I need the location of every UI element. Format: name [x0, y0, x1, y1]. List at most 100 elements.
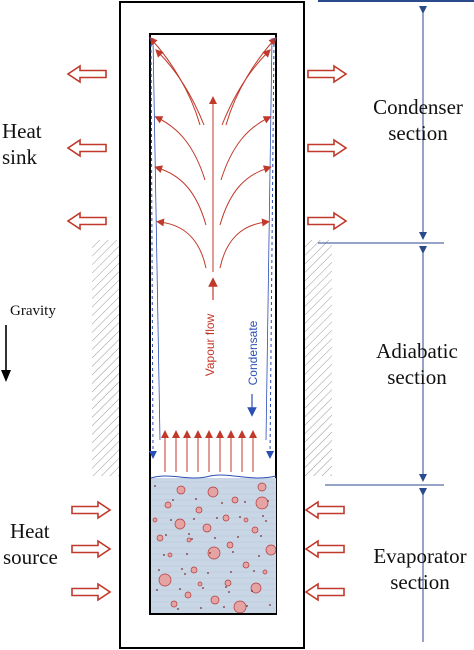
- bubble-dot: [177, 608, 179, 610]
- bubble-dot: [260, 535, 262, 537]
- evaporator-section-label: Evaporator section: [364, 543, 474, 595]
- heat-sink-line2: sink: [2, 145, 38, 169]
- bubble-dot: [195, 498, 197, 500]
- heat-sink-line1: Heat: [2, 119, 42, 143]
- vapour-curve-arrow: [219, 218, 270, 269]
- heat-arrow-icon: [71, 582, 112, 602]
- heat-arrow-icon: [304, 539, 345, 559]
- bubble-dot: [262, 515, 264, 517]
- heat-arrow-icon: [304, 582, 345, 602]
- bubble: [207, 486, 219, 498]
- heat-arrow-icon: [66, 138, 107, 158]
- bubble: [164, 501, 172, 509]
- bubble: [190, 566, 198, 574]
- insulation-right: [304, 240, 332, 476]
- liquid-surface: [150, 474, 277, 479]
- bubble: [156, 534, 164, 542]
- bubble: [186, 537, 192, 543]
- heat-arrow-icon: [66, 64, 107, 84]
- bubble-dot: [163, 554, 165, 556]
- bubble-dot: [225, 586, 227, 588]
- wick-line-left: [152, 37, 161, 441]
- adiabatic-section-label: Adiabatic section: [365, 338, 469, 390]
- bubble: [158, 573, 172, 587]
- bubble-dot: [232, 551, 234, 553]
- bubble-dot: [172, 499, 174, 501]
- adiabatic-line1: Adiabatic: [376, 339, 458, 363]
- vapour-curve-arrow: [225, 37, 277, 126]
- insulation-left: [92, 240, 120, 476]
- bubble-dot: [237, 536, 239, 538]
- evaporator-line2: section: [390, 570, 450, 594]
- bubble-dot: [186, 553, 188, 555]
- bubble-dot: [188, 533, 190, 535]
- bubble-dot: [207, 572, 209, 574]
- condensate-arrow-right: [266, 37, 275, 459]
- heat-source-label: Heat source: [3, 518, 58, 570]
- heat-sink-label: Heat sink: [2, 118, 42, 170]
- condenser-section-label: Condenser section: [362, 94, 474, 146]
- condenser-line2: section: [388, 121, 448, 145]
- bubble: [224, 579, 232, 587]
- bubble: [202, 523, 212, 533]
- pipe-inner-wall: [149, 33, 277, 615]
- vapour-flow-label: Vapour flow: [203, 313, 217, 377]
- heat-arrow-icon: [307, 138, 348, 158]
- wick-line-right: [265, 37, 273, 441]
- gravity-arrow-head: [1, 370, 11, 382]
- heat-source-line2: source: [3, 545, 58, 569]
- heat-arrow-icon: [71, 500, 112, 520]
- vapour-curve-arrow: [219, 165, 272, 226]
- bubble-dot: [253, 570, 255, 572]
- bubbles: [152, 482, 276, 613]
- heat-source-line1: Heat: [10, 519, 50, 543]
- bubble-dot: [154, 485, 156, 487]
- bubble-dot: [230, 571, 232, 573]
- gravity-label: Gravity: [10, 303, 56, 319]
- vapour-curve-arrow: [221, 49, 271, 126]
- heat-arrows: [66, 64, 348, 602]
- bubble-dot: [181, 568, 183, 570]
- bubble-dot: [158, 569, 160, 571]
- bubble: [250, 582, 262, 594]
- bubble-dot: [258, 555, 260, 557]
- bubble-dot: [179, 588, 181, 590]
- bubble: [197, 581, 203, 587]
- bubble: [255, 496, 269, 510]
- bubble: [231, 496, 239, 504]
- bubble: [195, 506, 203, 514]
- bubble-dot: [184, 573, 186, 575]
- vapour-curve-arrow: [155, 49, 205, 126]
- heat-arrow-icon: [304, 500, 345, 520]
- bubble: [170, 600, 178, 608]
- bubble-dot: [221, 502, 223, 504]
- condensate-label: Condensate: [246, 320, 260, 386]
- vapour-curve-arrow: [220, 116, 272, 181]
- bubble: [207, 546, 221, 560]
- bubble: [265, 544, 276, 556]
- bubble-dot: [265, 520, 267, 522]
- evaporator-line1: Evaporator: [373, 544, 467, 568]
- vapour-curve-arrow: [149, 37, 201, 126]
- bubble-dot: [239, 516, 241, 518]
- bubble: [233, 600, 247, 613]
- bubble-dot: [223, 606, 225, 608]
- pipe-outer-wall: [119, 1, 305, 649]
- vapour-curve-arrow: [154, 165, 207, 226]
- heat-arrow-icon: [71, 539, 112, 559]
- bubble-dot: [251, 590, 253, 592]
- bubble: [262, 569, 268, 575]
- bubble: [184, 591, 192, 599]
- bubble: [176, 485, 186, 495]
- bubble-dot: [267, 500, 269, 502]
- bubble-dot: [156, 589, 158, 591]
- condenser-line1: Condenser: [373, 95, 463, 119]
- bubble-dot: [209, 552, 211, 554]
- bubble-dot: [216, 517, 218, 519]
- condensate-arrow-left: [148, 37, 157, 459]
- vapour-curve-arrow: [154, 116, 206, 181]
- bubble-dot: [191, 538, 193, 540]
- bubble: [243, 517, 249, 523]
- bubble-dot: [200, 607, 202, 609]
- vapour-curve-arrow: [156, 218, 207, 269]
